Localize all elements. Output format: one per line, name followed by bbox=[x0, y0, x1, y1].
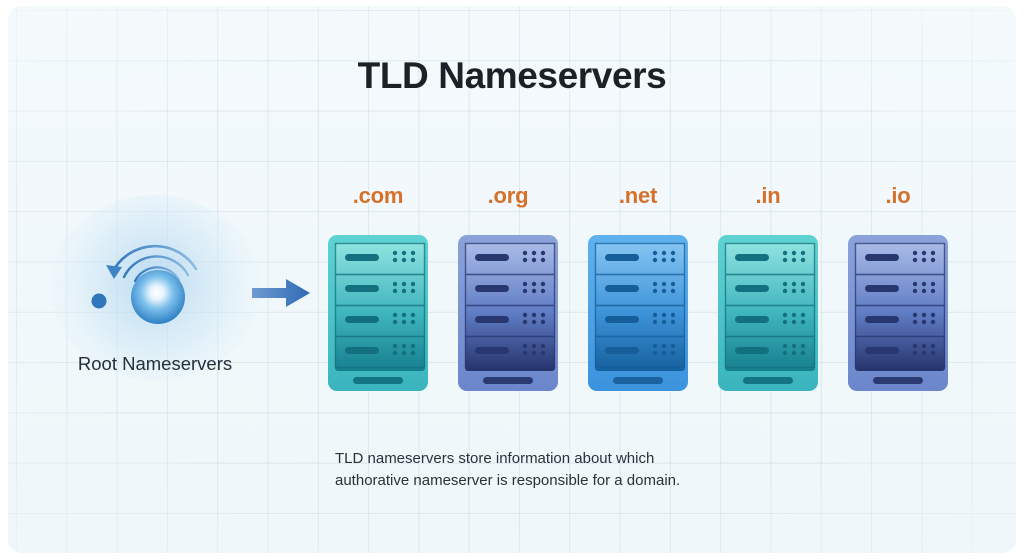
caption-line-1: TLD nameservers store information about … bbox=[335, 450, 655, 467]
tld-rack-in[interactable]: .in bbox=[715, 183, 821, 398]
root-globe-signal-icon bbox=[78, 217, 238, 337]
tld-rack-com[interactable]: .com bbox=[325, 183, 431, 398]
server-rack-icon bbox=[585, 233, 691, 393]
caption-line-2: authorative nameserver is responsible fo… bbox=[335, 472, 681, 489]
tld-rack-org[interactable]: .org bbox=[455, 183, 561, 398]
server-rack-icon bbox=[325, 233, 431, 393]
root-nameservers-label: Root Nameservers bbox=[77, 353, 233, 374]
server-rack-icon bbox=[715, 233, 821, 393]
tld-label-net: .net bbox=[618, 183, 658, 208]
arrow-right-icon bbox=[250, 276, 312, 310]
tld-label-io: .io bbox=[885, 183, 911, 208]
tld-label-com: .com bbox=[352, 183, 404, 208]
caption: TLD nameservers store information about … bbox=[335, 448, 755, 492]
tld-label-org: .org bbox=[487, 183, 529, 208]
tld-rack-row: .com bbox=[325, 183, 985, 398]
server-rack-icon bbox=[845, 233, 951, 393]
tld-rack-io[interactable]: .io bbox=[845, 183, 951, 398]
page-title: TLD Nameservers bbox=[357, 55, 667, 96]
server-rack-icon bbox=[455, 233, 561, 393]
tld-label-in: .in bbox=[755, 183, 781, 208]
root-nameservers-group: Root Nameservers bbox=[40, 195, 270, 395]
tld-rack-net[interactable]: .net bbox=[585, 183, 691, 398]
